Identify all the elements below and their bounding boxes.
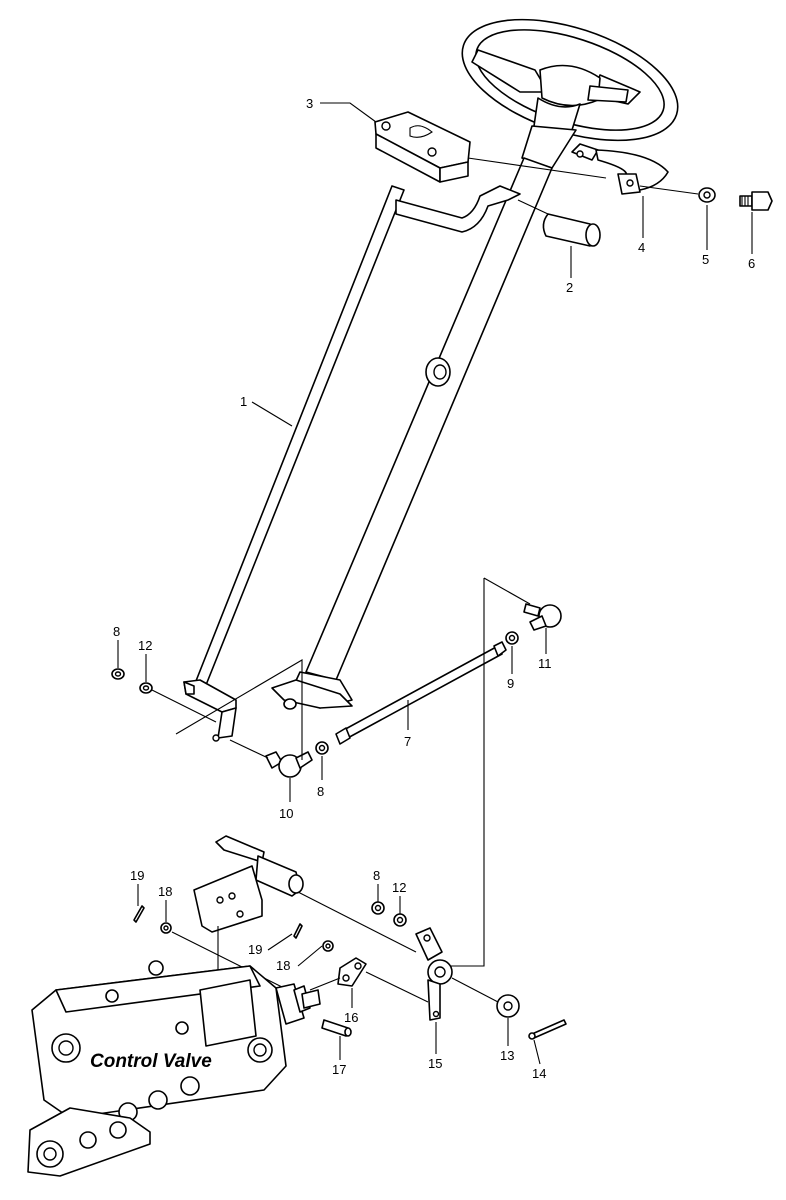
part-19-cotter-right bbox=[293, 923, 303, 939]
part-9-nut bbox=[505, 631, 519, 645]
callout-5: 5 bbox=[702, 252, 709, 267]
callout-1: 1 bbox=[240, 394, 247, 409]
callout-4: 4 bbox=[638, 240, 645, 255]
callout-19-b: 19 bbox=[248, 942, 262, 957]
part-17-pin bbox=[321, 1019, 352, 1037]
part-7-rod bbox=[335, 641, 507, 745]
callout-8-c: 8 bbox=[373, 868, 380, 883]
part-12-washer-upper-left bbox=[139, 682, 153, 694]
callout-2: 2 bbox=[566, 280, 573, 295]
callout-6: 6 bbox=[748, 256, 755, 271]
callout-16: 16 bbox=[344, 1010, 358, 1025]
part-11-ball-joint bbox=[523, 603, 562, 631]
callout-7: 7 bbox=[404, 734, 411, 749]
control-valve-label: Control Valve bbox=[90, 1051, 212, 1072]
callout-17: 17 bbox=[332, 1062, 346, 1077]
leader-lines bbox=[117, 102, 753, 1065]
callout-14: 14 bbox=[532, 1066, 546, 1081]
part-8-nut-lower bbox=[371, 901, 385, 915]
part-19-cotter-left bbox=[133, 905, 145, 923]
part-6-bolt bbox=[739, 191, 773, 211]
callout-9: 9 bbox=[507, 676, 514, 691]
part-4-clamp bbox=[467, 143, 669, 195]
steering-wheel bbox=[461, 18, 679, 142]
lower-shaft-assembly bbox=[193, 835, 417, 953]
steering-column bbox=[271, 97, 581, 710]
callout-numbers: 3 2 4 5 6 1 7 8 12 8 9 11 10 8 12 19 18 … bbox=[113, 96, 755, 1081]
control-valve-label-halo: Control Valve bbox=[90, 1051, 212, 1072]
part-12-washer-lower bbox=[393, 913, 407, 927]
callout-11: 11 bbox=[538, 656, 552, 671]
part-18-washer-right bbox=[322, 940, 334, 952]
part-8-nut-upper-left bbox=[111, 668, 125, 680]
part-8-nut-middle bbox=[315, 741, 329, 755]
part-14-pin bbox=[528, 1019, 567, 1040]
part-3-bracket bbox=[374, 111, 471, 183]
callout-18-a: 18 bbox=[158, 884, 172, 899]
callout-8-a: 8 bbox=[113, 624, 120, 639]
part-18-washer-left bbox=[160, 922, 172, 934]
callout-19-a: 19 bbox=[130, 868, 144, 883]
callout-15: 15 bbox=[428, 1056, 442, 1071]
callout-18-b: 18 bbox=[276, 958, 290, 973]
part-5-washer bbox=[639, 185, 716, 203]
part-1-lever bbox=[183, 185, 521, 742]
callout-12-b: 12 bbox=[392, 880, 406, 895]
part-13-washer bbox=[451, 977, 520, 1018]
callout-13: 13 bbox=[500, 1048, 514, 1063]
part-2-knob bbox=[517, 199, 601, 247]
part-16-link bbox=[337, 957, 429, 1003]
callout-12-a: 12 bbox=[138, 638, 152, 653]
control-valve-body bbox=[27, 960, 321, 1177]
callout-10: 10 bbox=[279, 806, 293, 821]
callout-3: 3 bbox=[306, 96, 313, 111]
part-10-ball-joint bbox=[229, 739, 313, 778]
part-15-lever-arm bbox=[415, 927, 453, 1021]
callout-8-b: 8 bbox=[317, 784, 324, 799]
